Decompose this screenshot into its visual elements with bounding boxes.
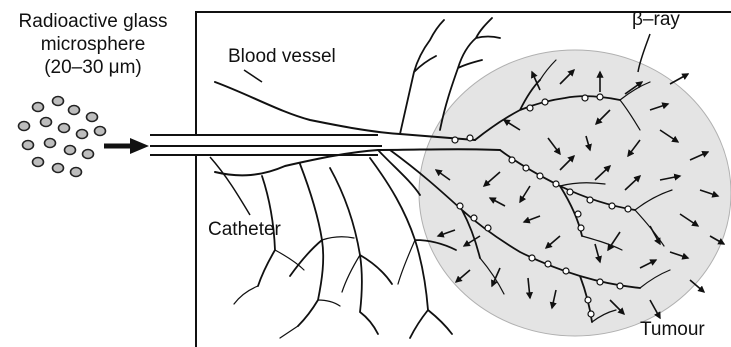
microsphere-label-line3: (20–30 μm) xyxy=(0,56,186,79)
catheter-leader xyxy=(210,157,250,215)
microsphere-cluster xyxy=(19,97,106,177)
microsphere-label-line2: microsphere xyxy=(0,33,186,56)
blood-vessel-leader xyxy=(244,70,262,82)
tumour-label: Tumour xyxy=(640,318,705,341)
beta-ray-label: β–ray xyxy=(632,8,680,31)
catheter-label: Catheter xyxy=(208,218,281,241)
catheter xyxy=(150,135,382,155)
microsphere-label: Radioactive glass microsphere (20–30 μm) xyxy=(0,10,186,79)
blood-vessel-label: Blood vessel xyxy=(228,45,336,68)
microsphere-label-line1: Radioactive glass xyxy=(0,10,186,33)
injection-arrow xyxy=(104,138,149,154)
